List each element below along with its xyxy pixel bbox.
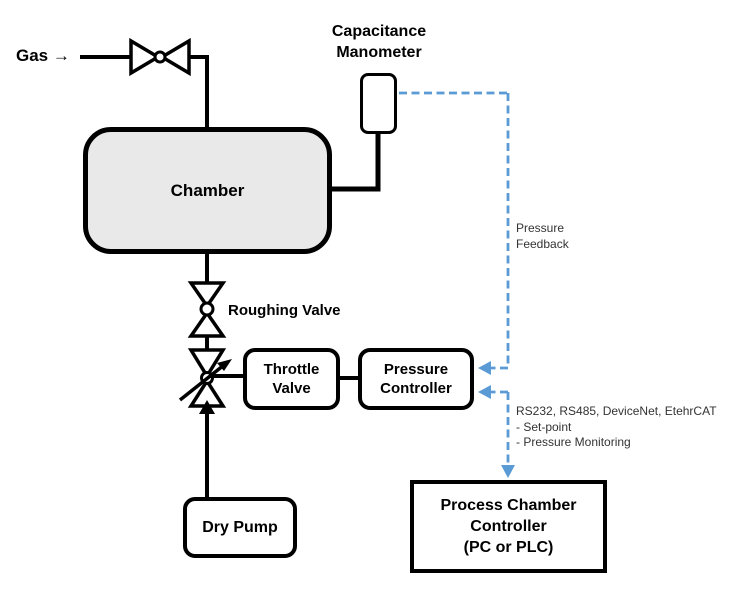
pressure-controller-label: Pressure Controller — [380, 361, 452, 397]
pressure-feedback-signal-line — [399, 91, 510, 375]
pressure-feedback-label: Pressure Feedback — [516, 221, 569, 251]
comm-protocols-line: RS232, RS485, DeviceNet, EtehrCAT — [516, 404, 717, 418]
comm-monitoring-line: - Pressure Monitoring — [516, 435, 631, 449]
capacitance-manometer-label: Capacitance Manometer — [331, 23, 427, 61]
process-controller-label-line3: (PC or PLC) — [463, 539, 554, 556]
process-chamber-controller-box: Process Chamber Controller (PC or PLC) — [410, 480, 607, 573]
throttle-valve-label: Throttle Valve — [263, 361, 320, 397]
pump-pipe — [199, 400, 215, 499]
comm-signal-line — [478, 385, 515, 478]
pressure-controller-box: Pressure Controller — [358, 348, 474, 410]
chamber-label: Chamber — [170, 180, 245, 200]
process-controller-label-line2: Controller — [470, 518, 547, 535]
comm-setpoint-line: - Set-point — [516, 419, 572, 434]
comm-protocols-label: RS232, RS485, DeviceNet, EtehrCAT - Set-… — [516, 404, 717, 451]
chamber-box: Chamber — [83, 127, 332, 254]
feedback-arrowhead-icon — [478, 361, 491, 375]
gas-inlet-pipe — [80, 55, 209, 130]
capacitance-manometer-sensor — [360, 73, 397, 134]
dry-pump-label: Dry Pump — [202, 518, 278, 536]
throttle-valve-icon — [178, 348, 232, 408]
process-controller-label-line1: Process Chamber — [440, 497, 577, 514]
comm-down-arrowhead-icon — [501, 465, 515, 478]
gas-valve-icon — [129, 37, 191, 77]
roughing-valve-icon — [187, 281, 227, 338]
throttle-valve-box: Throttle Valve — [243, 348, 340, 410]
roughing-valve-label: Roughing Valve — [228, 302, 341, 319]
chamber-manometer-pipe — [330, 132, 381, 192]
comm-left-arrowhead-icon — [478, 385, 491, 399]
dry-pump-box: Dry Pump — [183, 497, 297, 558]
gas-inlet-label: Gas → — [16, 46, 70, 65]
